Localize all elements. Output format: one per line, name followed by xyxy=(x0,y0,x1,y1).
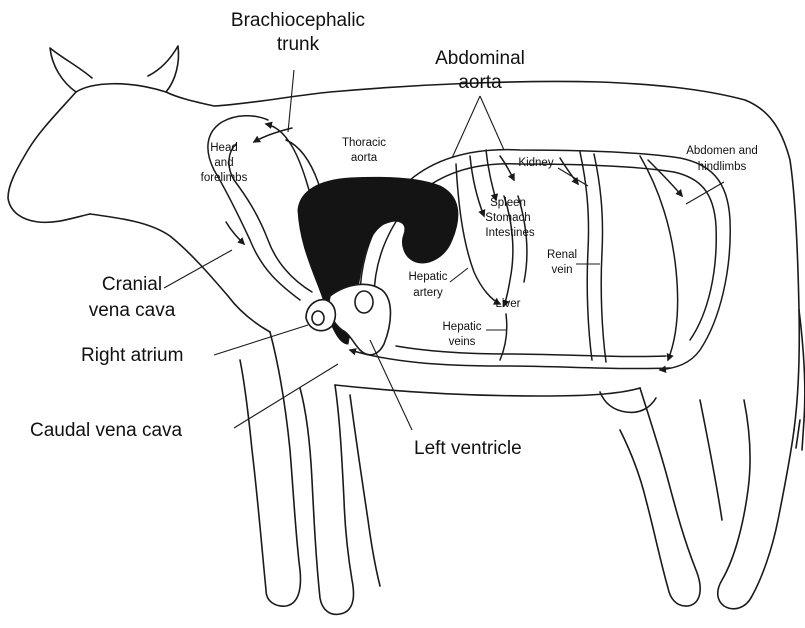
label-liver: Liver xyxy=(496,298,521,310)
branch-spleen xyxy=(486,150,496,200)
caudal-vena-cava-inner xyxy=(396,346,666,357)
cranial-vena-cava-arrow xyxy=(226,222,244,244)
label-cranial-2: vena cava xyxy=(89,300,176,321)
udder xyxy=(600,392,656,412)
label-abdominal-aorta-2: aorta xyxy=(458,72,502,93)
label-hepatic-artery-1: Hepatic xyxy=(409,271,448,283)
label-brachiocephalic-1: Brachiocephalic xyxy=(231,10,365,31)
label-renal-2: vein xyxy=(551,264,572,276)
pointer-left-ventricle xyxy=(370,340,412,430)
label-abdominal-aorta-1: Abdominal xyxy=(435,48,525,69)
label-intestines: Intestines xyxy=(485,227,534,239)
label-head-2: and xyxy=(214,157,233,169)
cow-outline xyxy=(8,46,805,614)
left-horn xyxy=(50,48,92,92)
pointer-right-atrium xyxy=(214,325,308,355)
label-head-3: forelimbs xyxy=(201,172,248,184)
pointer-cranial xyxy=(164,250,232,288)
label-right-atrium: Right atrium xyxy=(81,345,183,366)
face-front xyxy=(8,92,90,222)
front-leg-rear-edge xyxy=(300,385,354,614)
label-head-1: Head xyxy=(210,142,238,154)
pointer-abdominal-aorta-r xyxy=(480,96,504,150)
label-thoracic-aorta-1: Thoracic xyxy=(342,137,386,149)
label-hepatic-artery-2: artery xyxy=(413,287,443,299)
label-hepatic-veins-1: Hepatic xyxy=(443,321,482,333)
belly xyxy=(335,385,640,396)
left-ventricle-shape xyxy=(355,291,373,313)
pointer-abdomen xyxy=(686,182,724,204)
right-horn xyxy=(148,46,179,92)
label-spleen: Spleen xyxy=(490,197,526,209)
abdomen-arrow xyxy=(648,160,682,196)
hepatic-veins-vessel xyxy=(500,314,507,360)
label-stomach: Stomach xyxy=(485,212,530,224)
caudal-vena-cava xyxy=(350,350,670,369)
aorta-arrow-2 xyxy=(500,156,514,180)
branch-kidney xyxy=(580,152,592,360)
pointer-abdominal-aorta-l xyxy=(452,96,480,158)
label-brachiocephalic-2: trunk xyxy=(277,34,320,55)
tail-tuft xyxy=(796,420,805,450)
label-kidney: Kidney xyxy=(518,157,553,169)
pointer-brachiocephalic xyxy=(288,70,294,132)
label-thoracic-aorta-2: aorta xyxy=(351,152,378,164)
right-atrium-inner xyxy=(312,311,324,325)
pointer-hepatic-artery xyxy=(450,268,468,282)
label-cranial-1: Cranial xyxy=(102,274,162,295)
branch-kidney-inner xyxy=(594,154,606,362)
label-hepatic-veins-2: veins xyxy=(449,336,476,348)
far-front-leg xyxy=(350,395,380,586)
front-leg-near xyxy=(240,332,300,606)
hind-leg-rear xyxy=(718,400,794,609)
far-hind-leg xyxy=(700,400,722,520)
label-renal-1: Renal xyxy=(547,249,577,261)
label-abdomen-2: hindlimbs xyxy=(698,161,747,173)
label-abdomen-1: Abdomen and xyxy=(686,145,758,157)
label-caudal: Caudal vena cava xyxy=(30,420,183,441)
branch-hindlimbs xyxy=(640,156,678,360)
hind-leg-front xyxy=(620,388,700,606)
label-left-ventricle: Left ventricle xyxy=(414,438,522,459)
